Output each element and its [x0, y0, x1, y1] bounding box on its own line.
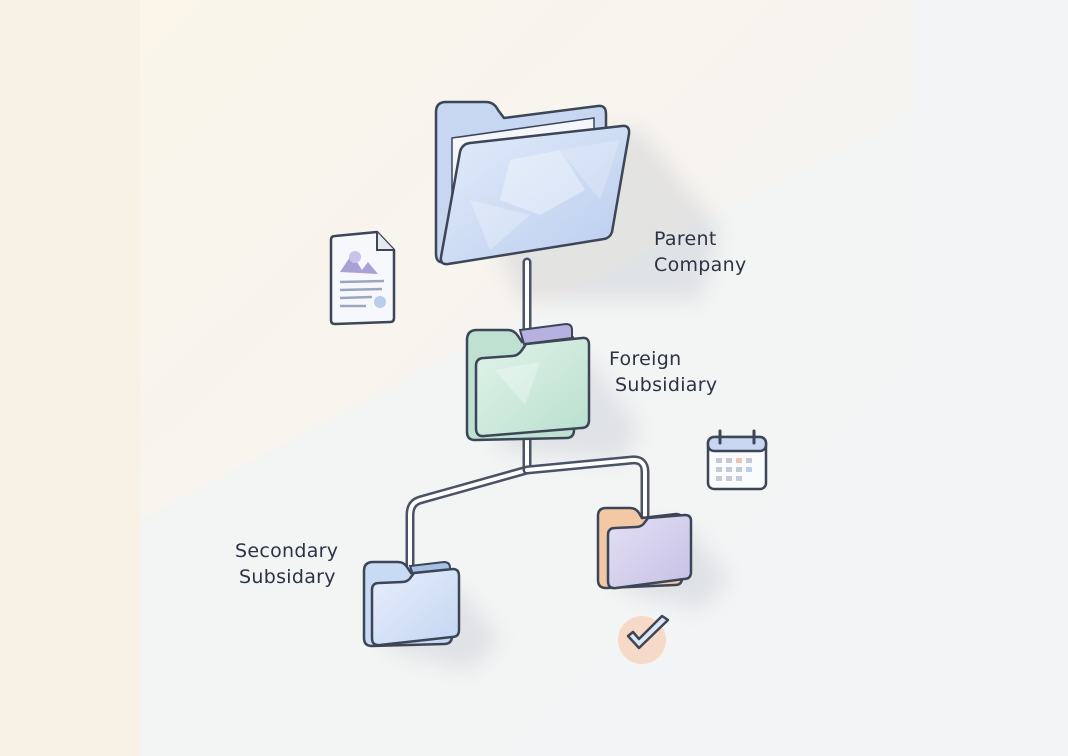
label-line: Subsidiary	[615, 374, 718, 396]
calendar-icon	[706, 429, 768, 491]
right-margin-panel	[915, 0, 1068, 756]
label-line: Company	[654, 254, 747, 276]
label-foreign-subsidiary: Foreign Subsidiary	[609, 346, 717, 398]
label-secondary-subsidiary: Secondary Subsidary	[235, 538, 338, 590]
left-margin-panel	[0, 0, 140, 756]
label-line: Foreign	[609, 348, 682, 370]
folder-icon[interactable]	[465, 322, 591, 442]
label-line: Secondary	[235, 540, 339, 562]
folder-icon[interactable]	[596, 506, 693, 590]
label-line: Subsidary	[239, 566, 336, 588]
check-badge-icon	[618, 614, 670, 664]
connector-lines	[405, 257, 650, 573]
label-parent-company: Parent Company	[654, 226, 747, 278]
folder-icon[interactable]	[362, 560, 461, 648]
label-line: Parent	[654, 228, 717, 250]
folder-open-icon[interactable]	[434, 100, 631, 266]
document-image-icon	[329, 230, 396, 326]
